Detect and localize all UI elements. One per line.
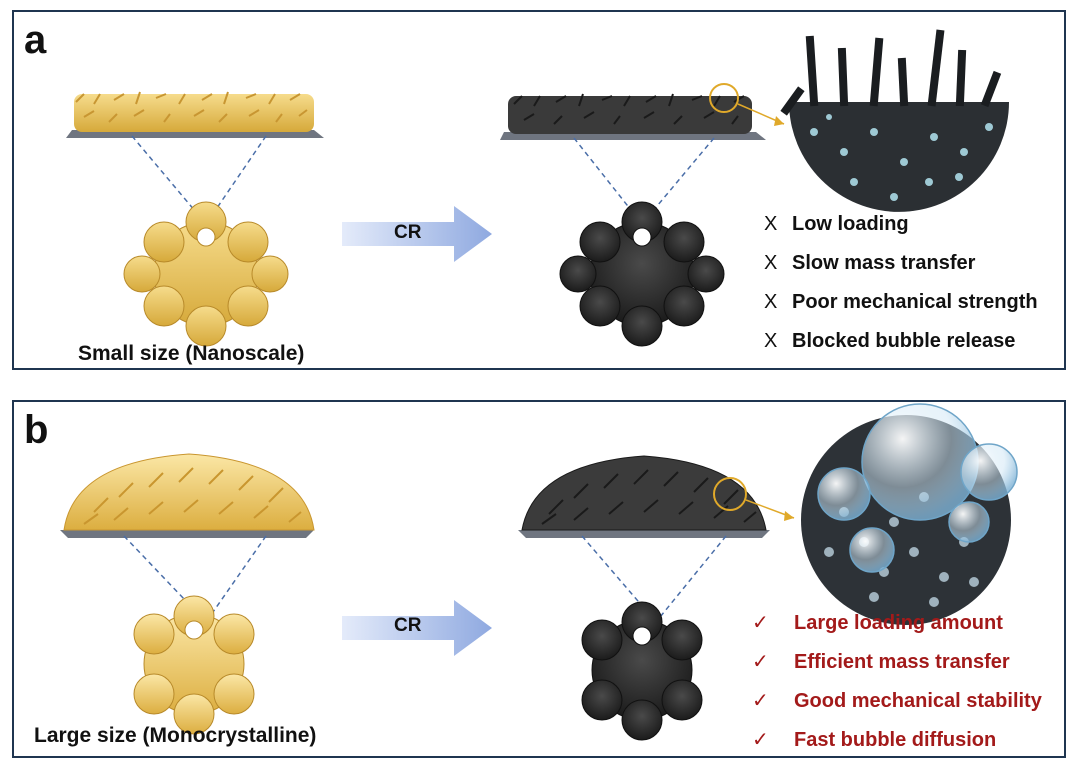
drawback-text: Low loading [792,213,909,235]
panel-a-caption: Small size (Nanoscale) [78,342,305,365]
panel-b-arrow-label: CR [394,615,422,636]
drawback-item: X Low loading [764,205,1038,244]
panel-a-arrow-label: CR [394,222,422,243]
advantage-item: ✓ Efficient mass transfer [752,643,1042,682]
checkmark-icon: ✓ [752,729,769,751]
drawback-text: Blocked bubble release [792,330,1016,352]
advantage-text: Good mechanical stability [794,690,1042,712]
panel-b-label: b [24,408,49,452]
zoomed-bubble-sphere [801,403,1018,625]
advantage-list: ✓ Large loading amount ✓ Efficient mass tr… [752,604,1042,760]
drawback-item: X Poor mechanical strength [764,283,1038,322]
drawback-list: X Low loading X Slow mass transfer X Poor m… [764,205,1038,361]
x-mark-icon: X [764,213,778,235]
cr-arrow [342,206,492,262]
x-mark-icon: X [764,291,778,313]
gold-crystal-particle [133,595,255,735]
advantage-text: Large loading amount [794,612,1003,634]
panel-b-caption: Large size (Monocrystalline) [34,724,317,747]
drawback-item: X Slow mass transfer [764,244,1038,283]
x-mark-icon: X [764,252,778,274]
cr-arrow [342,600,492,656]
advantage-text: Fast bubble diffusion [794,729,997,751]
dark-crystal-particle [581,601,703,741]
checkmark-icon: ✓ [752,651,769,673]
checkmark-icon: ✓ [752,612,769,634]
advantage-item: ✓ Large loading amount [752,604,1042,643]
gold-nanorod-film [66,91,324,138]
gold-cube-dome [60,453,315,538]
dark-nanorod-film [500,83,785,140]
x-mark-icon: X [764,330,778,352]
gold-particle [123,201,289,347]
advantage-text: Efficient mass transfer [794,651,1010,673]
panel-a: a CR Small size (Nanoscale) X Low loading… [12,10,1066,370]
dark-particle [559,201,725,347]
drawback-text: Poor mechanical strength [792,291,1038,313]
panel-b: b CR Large size (Monocrystalline) ✓ Large… [12,400,1066,758]
advantage-item: ✓ Good mechanical stability [752,682,1042,721]
drawback-text: Slow mass transfer [792,252,976,274]
panel-a-illustration [66,29,1009,347]
panel-a-label: a [24,18,47,62]
dark-cube-dome [518,455,795,538]
panel-b-illustration [60,403,1018,741]
drawback-item: X Blocked bubble release [764,322,1038,361]
checkmark-icon: ✓ [752,690,769,712]
zoomed-rod-hemisphere [780,29,1009,212]
advantage-item: ✓ Fast bubble diffusion [752,721,1042,760]
